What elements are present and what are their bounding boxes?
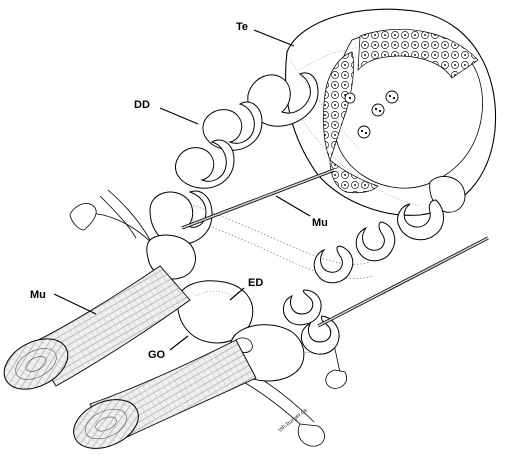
coiled-vas-deferens xyxy=(146,72,319,280)
muscle-strand-lower xyxy=(73,339,257,449)
leader-lines xyxy=(53,29,311,351)
spermatocyst-band xyxy=(357,28,479,79)
coiled-duct-right xyxy=(283,199,444,355)
muscle-strand-upper xyxy=(3,265,191,390)
muscle-rod-upper xyxy=(181,168,335,230)
label-mu-upper: Mu xyxy=(312,217,328,229)
spermatocyst-side xyxy=(323,51,354,161)
accessory-duct-right xyxy=(239,329,347,447)
label-go: GO xyxy=(148,349,166,361)
testis xyxy=(285,8,497,216)
label-mu-left: Mu xyxy=(30,289,46,301)
label-te: Te xyxy=(236,21,248,33)
label-ed: ED xyxy=(248,277,263,289)
accessory-duct-left xyxy=(69,189,159,251)
muscle-rod-lower xyxy=(317,236,489,328)
label-dd: DD xyxy=(134,99,150,111)
